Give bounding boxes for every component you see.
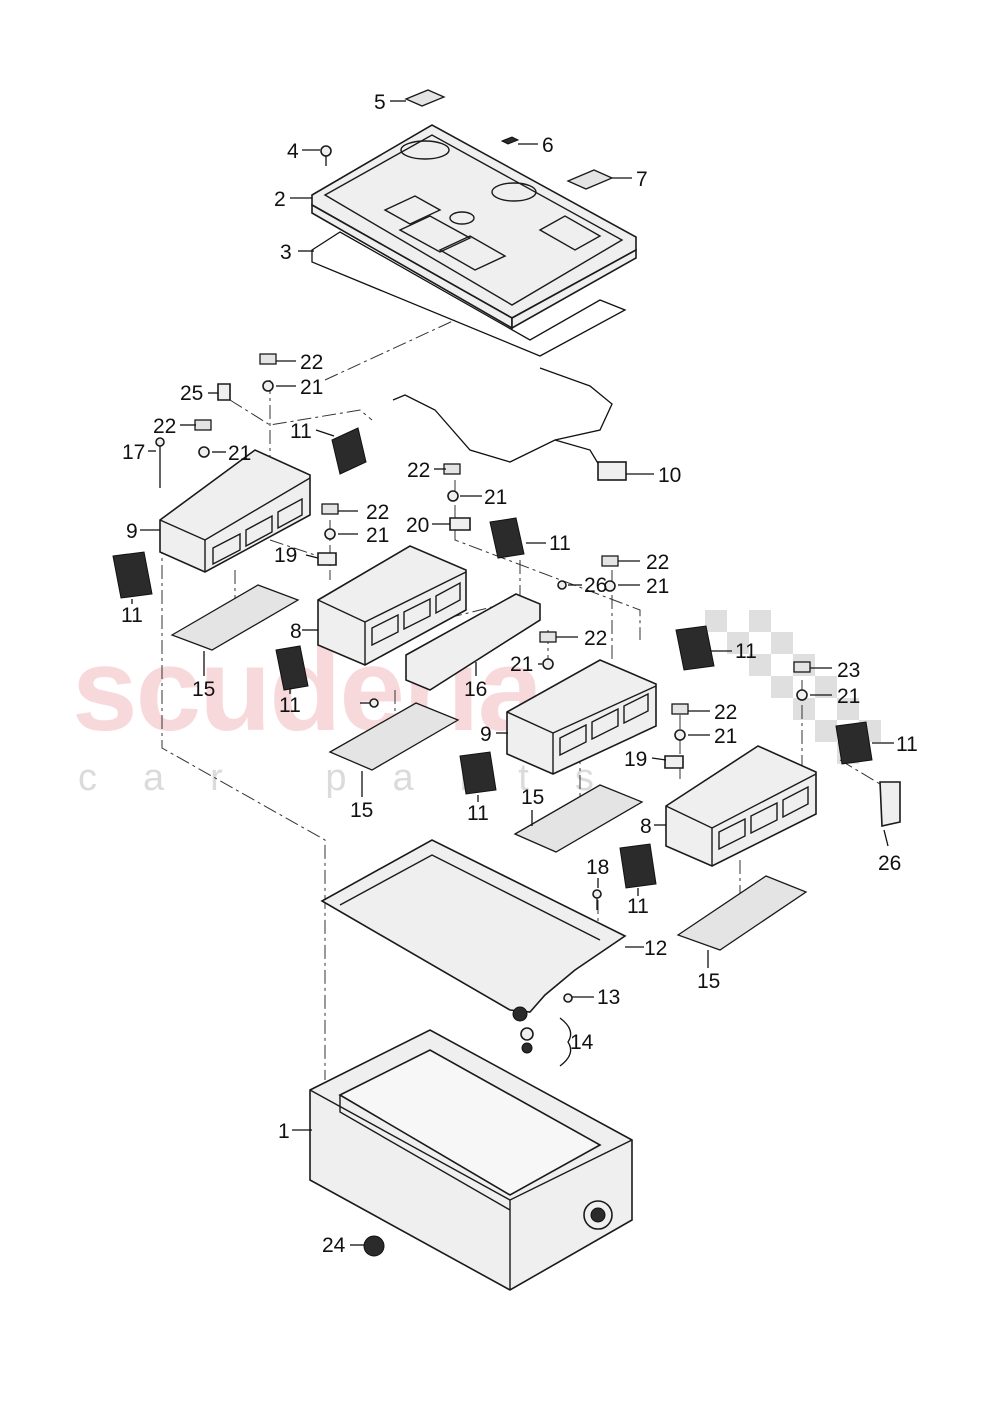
callout-26-a: 26 [584,574,607,597]
callout-11-e: 11 [735,640,757,663]
callout-15-a: 15 [192,678,215,701]
thermal-pad-15b [328,702,460,771]
callout-11-c: 11 [549,532,571,555]
end-plate-11b [112,551,153,599]
watermark: scuderia car parts [72,610,881,799]
battery-module-9b [506,659,657,775]
end-plate-11f [459,751,497,795]
callout-7: 7 [636,168,648,191]
battery-module-9a [159,449,311,573]
callout-21-g: 21 [714,725,737,748]
callout-13: 13 [597,986,620,1009]
callout-22-g: 22 [714,701,737,724]
callout-11-a: 11 [290,420,312,443]
callout-8-lower: 8 [640,815,652,838]
callout-17: 17 [122,441,145,464]
battery-module-8b [665,745,817,867]
callout-21-h: 21 [837,685,860,708]
callout-22-c: 22 [407,459,430,482]
callout-21-a: 21 [300,376,323,399]
callout-22-b: 22 [153,415,176,438]
callout-12: 12 [644,937,667,960]
callout-11-d: 11 [279,694,301,717]
bracket-plate-16 [405,593,541,691]
checkered-flag-logo [705,610,881,764]
callout-2: 2 [274,188,286,211]
end-plate-11a [331,427,367,475]
callout-22-d: 22 [366,501,389,524]
cap-6 [500,136,520,145]
callout-9-lower: 9 [480,723,492,746]
leader-lines [131,100,894,1246]
thermal-pad-15d [676,875,808,951]
plug-23 [363,1235,385,1257]
callout-15-d: 15 [697,970,720,993]
callout-4: 4 [287,140,299,163]
callout-21-d: 21 [366,524,389,547]
callout-24: 25 [180,382,203,405]
vent-plate-7 [566,169,614,190]
end-plate-11g [835,721,873,765]
fasteners [155,353,901,1054]
callout-20: 20 [406,514,429,537]
callout-11-g: 11 [896,733,918,756]
callout-16: 16 [464,678,487,701]
vent-plate-5 [404,89,446,107]
callout-11-b: 11 [121,604,143,627]
callout-22-f: 22 [584,627,607,650]
callout-9-upper: 9 [126,520,138,543]
callout-5: 5 [374,91,386,114]
wiring-harness [392,367,627,481]
callout-3: 3 [280,241,292,264]
callout-22-e: 22 [646,551,669,574]
battery-housing [309,1029,633,1291]
cover-screw [320,145,332,166]
callout-1: 1 [278,1120,290,1143]
callout-22-h: 23 [837,659,860,682]
callout-labels: 1 2 3 4 5 6 7 8 8 9 9 10 11 11 11 11 11 … [121,91,918,1257]
callout-11-h: 11 [627,895,649,918]
callout-6: 6 [542,134,554,157]
end-plate-11d [275,645,309,691]
battery-module-8a [317,545,467,666]
callout-21-f: 21 [510,653,533,676]
callout-18: 18 [586,856,609,879]
callout-11-f: 11 [467,802,489,825]
callout-21-e: 21 [646,575,669,598]
thermal-pad-15a [170,584,300,651]
battery-cover [311,124,637,330]
watermark-sub: car parts [78,757,640,799]
callout-25: 26 [878,852,901,875]
callout-10: 10 [658,464,681,487]
callout-19-a: 19 [274,544,297,567]
cover-gasket [311,231,627,357]
callout-23: 24 [322,1234,346,1257]
callout-19-b: 19 [624,748,647,771]
base-plate [320,839,627,1022]
callout-21-b: 21 [228,442,251,465]
end-plate-11c [489,517,525,559]
callout-22-a: 22 [300,351,323,374]
end-plate-11e [675,625,715,671]
callout-14: 14 [570,1031,594,1054]
end-plate-11h [619,843,657,889]
callout-21-c: 21 [484,486,507,509]
callout-8-upper: 8 [290,620,302,643]
callout-15-c: 15 [521,786,544,809]
callout-15-b: 15 [350,799,373,822]
thermal-pad-15c [513,784,644,853]
